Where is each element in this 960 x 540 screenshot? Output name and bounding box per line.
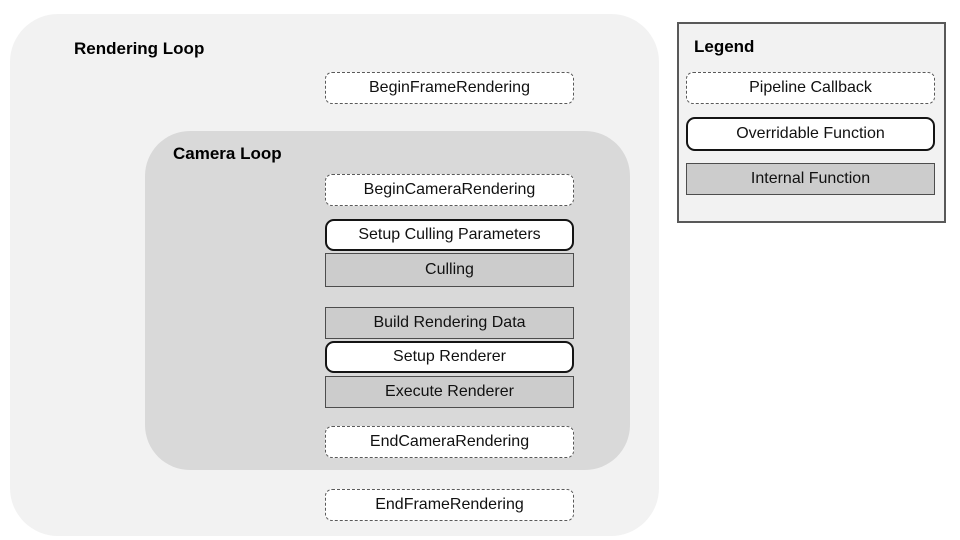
legend-title: Legend — [694, 37, 755, 56]
node-execute-renderer: Execute Renderer — [325, 376, 574, 408]
node-culling: Culling — [325, 253, 574, 287]
node-begin-frame-rendering: BeginFrameRendering — [325, 72, 574, 104]
legend-item-internal-function: Internal Function — [686, 163, 935, 195]
rendering-loop-title: Rendering Loop — [74, 39, 205, 58]
node-end-frame-rendering: EndFrameRendering — [325, 489, 574, 521]
node-build-rendering-data: Build Rendering Data — [325, 307, 574, 339]
legend-panel: Legend Pipeline Callback Overridable Fun… — [677, 22, 946, 223]
camera-loop-container: Camera Loop BeginCameraRendering Setup C… — [145, 131, 630, 470]
legend-item-overridable-function: Overridable Function — [686, 117, 935, 151]
node-setup-culling-parameters: Setup Culling Parameters — [325, 219, 574, 251]
node-setup-renderer: Setup Renderer — [325, 341, 574, 373]
rendering-loop-container: Rendering Loop BeginFrameRendering Camer… — [10, 14, 659, 536]
camera-loop-title: Camera Loop — [173, 144, 282, 163]
node-end-camera-rendering: EndCameraRendering — [325, 426, 574, 458]
legend-item-pipeline-callback: Pipeline Callback — [686, 72, 935, 104]
node-begin-camera-rendering: BeginCameraRendering — [325, 174, 574, 206]
